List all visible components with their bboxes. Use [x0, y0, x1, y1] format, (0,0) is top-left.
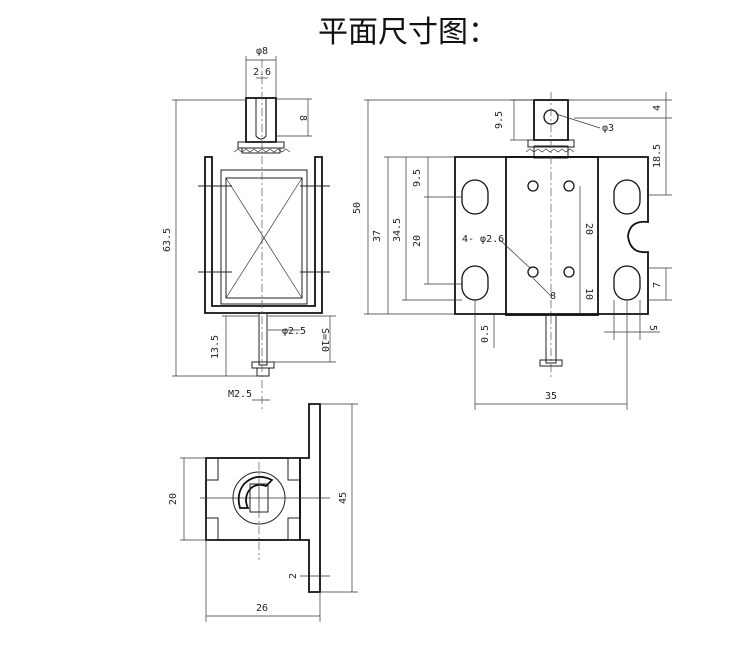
leader-phi3: [555, 113, 601, 129]
hole-3: [527, 266, 539, 278]
corner-ur: [287, 457, 301, 481]
dim-13-5: 13.5: [210, 335, 221, 359]
shaft-tip: [256, 367, 270, 377]
dim-holes: 4- φ2.6: [462, 234, 504, 245]
coil-outline: [220, 169, 308, 305]
dim-b-2: 2: [288, 573, 299, 579]
dim-7: 7: [652, 282, 663, 288]
slot-ul: [461, 179, 489, 215]
dim-b-20: 20: [168, 493, 179, 505]
dim-b-26: 26: [256, 603, 268, 614]
dim-34-5: 34.5: [392, 218, 403, 242]
spring: [233, 148, 291, 153]
dim-20-right: 20: [583, 223, 594, 235]
slot-ll: [461, 265, 489, 301]
dim-phi8: φ8: [256, 46, 268, 57]
dim-8-side: 8: [550, 291, 556, 302]
dim-9-5-top: 9.5: [494, 111, 505, 129]
dim-phi2-5: φ2.5: [282, 326, 306, 337]
slot-ur: [613, 179, 641, 215]
hole-2: [563, 180, 575, 192]
bracket-plate: [454, 156, 649, 315]
dim-2-6: 2.6: [253, 67, 271, 78]
side-spring: [525, 148, 575, 153]
dim-50: 50: [352, 202, 363, 214]
dim-9-5-mid: 9.5: [412, 169, 423, 187]
mounting-plate: [299, 403, 321, 593]
page-title: 平面尺寸图：: [318, 15, 498, 50]
hole-4: [563, 266, 575, 278]
frame: [204, 156, 323, 314]
lower-shaft: [258, 312, 268, 366]
dim-63-5: 63.5: [162, 228, 173, 252]
dim-8: 8: [297, 115, 308, 121]
bottom-view: 20 45 2 26: [168, 403, 358, 622]
corner-lr: [287, 517, 301, 541]
plunger-slot: [255, 98, 267, 140]
front-view: φ8 2.6 8 63.5 φ2.5 13.5 S=10 M2.5: [162, 46, 336, 410]
side-nut: [539, 359, 563, 367]
dim-37: 37: [372, 230, 383, 242]
boss-outer: [232, 471, 286, 525]
corner-ul: [205, 457, 219, 481]
dim-10: 10: [583, 288, 594, 300]
dim-b-45: 45: [338, 492, 349, 504]
leader-8: [532, 277, 552, 297]
clip-ring: [237, 475, 274, 509]
side-lower-shaft: [545, 314, 557, 364]
leader-holes: [499, 239, 531, 269]
dim-phi3: φ3: [602, 123, 614, 134]
coil-body: [225, 177, 303, 299]
side-view: 4 18.5 7 φ3 9.5 50 37 34.5 9.5: [352, 92, 672, 410]
dim-m2-5: M2.5: [228, 389, 252, 400]
slot-lr: [613, 265, 641, 301]
coil-cross-b: [225, 177, 303, 299]
bottom-body: [205, 457, 301, 541]
dim-18-5: 18.5: [652, 144, 663, 168]
dim-35: 35: [545, 391, 557, 402]
corner-ll: [205, 517, 219, 541]
dim-4: 4: [652, 105, 663, 111]
dim-stroke: S=10: [319, 328, 330, 352]
hole-1: [527, 180, 539, 192]
plunger-top: [245, 97, 277, 143]
dim-0-5: 0.5: [480, 325, 491, 343]
dim-20-left: 20: [412, 235, 423, 247]
dim-5: 5: [647, 325, 658, 331]
